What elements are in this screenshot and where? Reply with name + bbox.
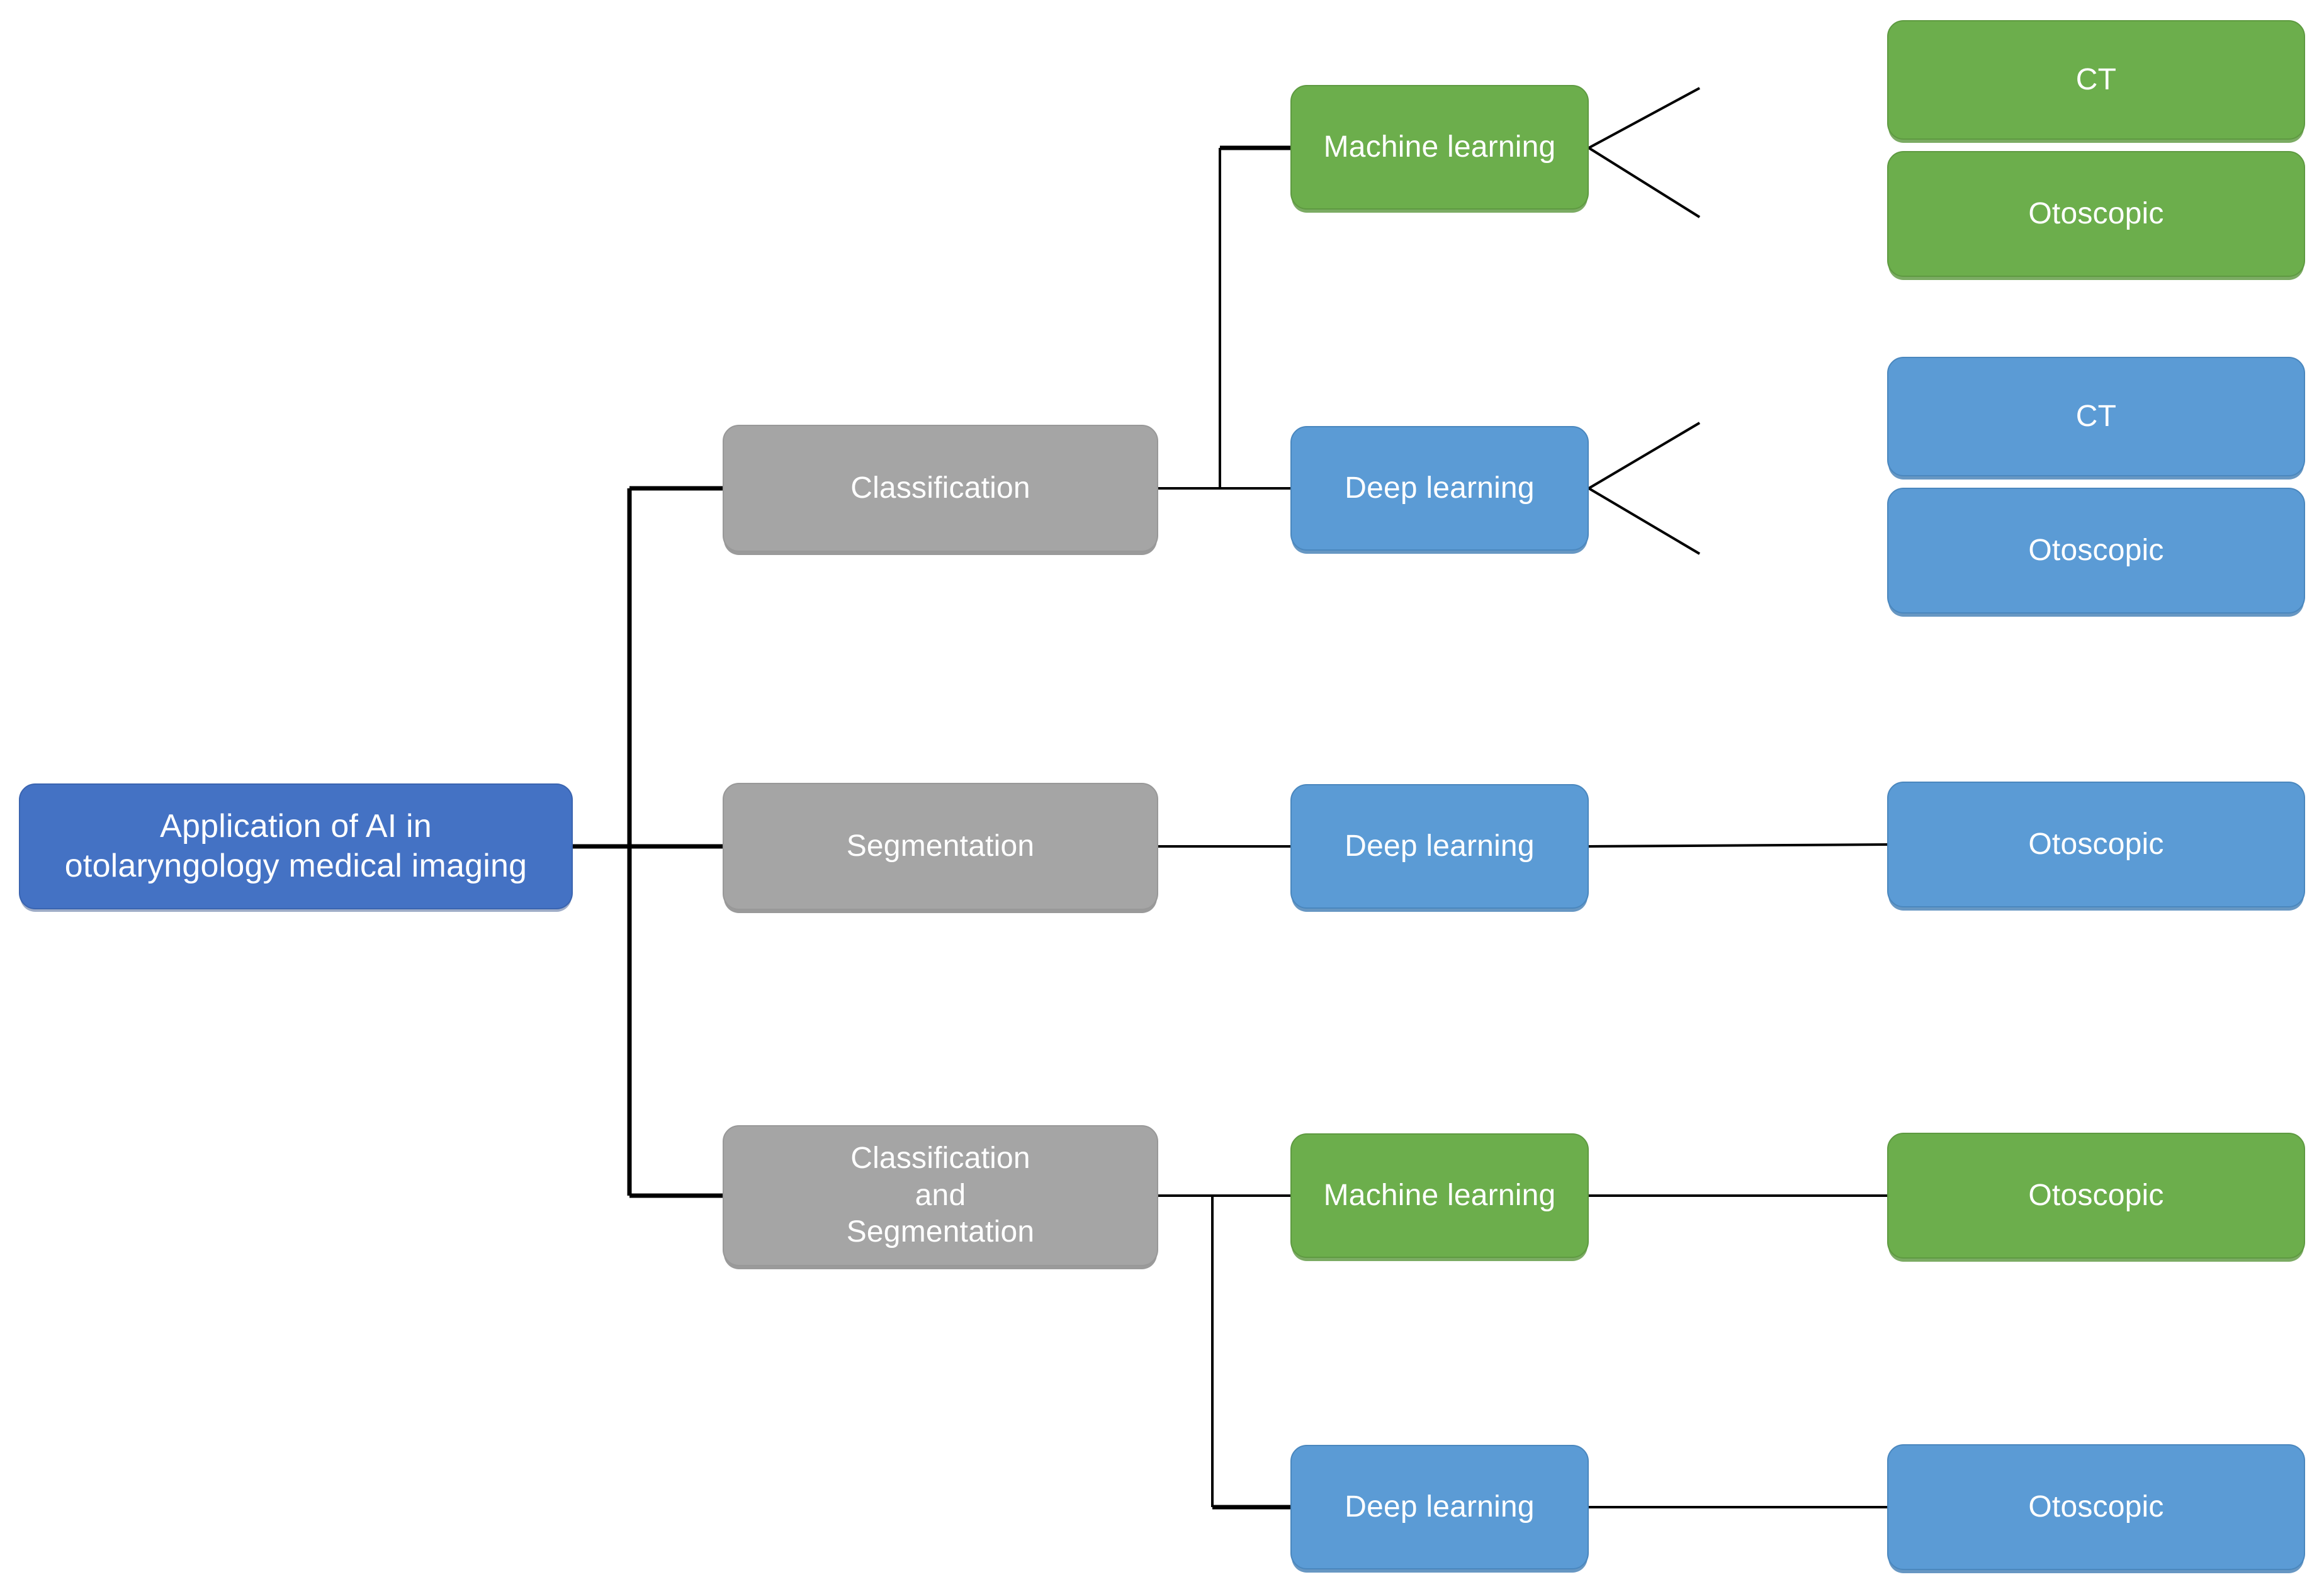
node-classification-and-segmentation[interactable]: Classification and Segmentation <box>723 1125 1158 1266</box>
node-classification-machine-learning-label: Machine learning <box>1323 130 1556 164</box>
node-segmentation-label: Segmentation <box>846 829 1035 863</box>
node-root-label: Application of AI in otolaryngology medi… <box>64 807 527 884</box>
node-root[interactable]: Application of AI in otolaryngology medi… <box>19 783 573 909</box>
node-cls-ml-ct[interactable]: CT <box>1887 20 2305 140</box>
node-cas-machine-learning-label: Machine learning <box>1323 1178 1556 1212</box>
node-cls-dl-ct[interactable]: CT <box>1887 357 2305 476</box>
edge-cls-dl-otoscopic <box>1588 487 1701 555</box>
node-seg-dl-otoscopic[interactable]: Otoscopic <box>1887 782 2305 907</box>
node-cas-ml-otoscopic[interactable]: Otoscopic <box>1887 1133 2305 1259</box>
node-cls-dl-otoscopic-label: Otoscopic <box>2028 533 2164 567</box>
node-classification-deep-learning[interactable]: Deep learning <box>1290 426 1589 551</box>
node-classification-machine-learning[interactable]: Machine learning <box>1290 85 1589 210</box>
node-classification-and-segmentation-label: Classification and Segmentation <box>846 1142 1035 1249</box>
node-cas-deep-learning-label: Deep learning <box>1345 1490 1535 1524</box>
node-segmentation[interactable]: Segmentation <box>723 783 1158 910</box>
node-classification[interactable]: Classification <box>723 425 1158 552</box>
node-segmentation-deep-learning-label: Deep learning <box>1345 829 1535 863</box>
node-cas-deep-learning[interactable]: Deep learning <box>1290 1445 1589 1569</box>
node-cas-ml-otoscopic-label: Otoscopic <box>2028 1178 2164 1212</box>
node-segmentation-deep-learning[interactable]: Deep learning <box>1290 784 1589 909</box>
node-cas-dl-otoscopic[interactable]: Otoscopic <box>1887 1444 2305 1570</box>
node-seg-dl-otoscopic-label: Otoscopic <box>2028 827 2164 861</box>
node-cas-dl-otoscopic-label: Otoscopic <box>2028 1490 2164 1524</box>
edge-cls-ml-ct <box>1588 87 1700 149</box>
edge-cls-ml-otoscopic <box>1588 147 1701 218</box>
node-cas-machine-learning[interactable]: Machine learning <box>1290 1133 1589 1258</box>
node-cls-dl-ct-label: CT <box>2075 399 2117 433</box>
node-cls-dl-otoscopic[interactable]: Otoscopic <box>1887 488 2305 614</box>
node-classification-deep-learning-label: Deep learning <box>1345 471 1535 505</box>
node-cls-ml-otoscopic-label: Otoscopic <box>2028 196 2164 230</box>
node-cls-ml-ct-label: CT <box>2075 62 2117 96</box>
node-classification-label: Classification <box>850 471 1030 505</box>
edge-cls-dl-ct <box>1588 422 1701 490</box>
edge-seg-dl-otoscopic <box>1588 843 1888 848</box>
node-cls-ml-otoscopic[interactable]: Otoscopic <box>1887 151 2305 277</box>
